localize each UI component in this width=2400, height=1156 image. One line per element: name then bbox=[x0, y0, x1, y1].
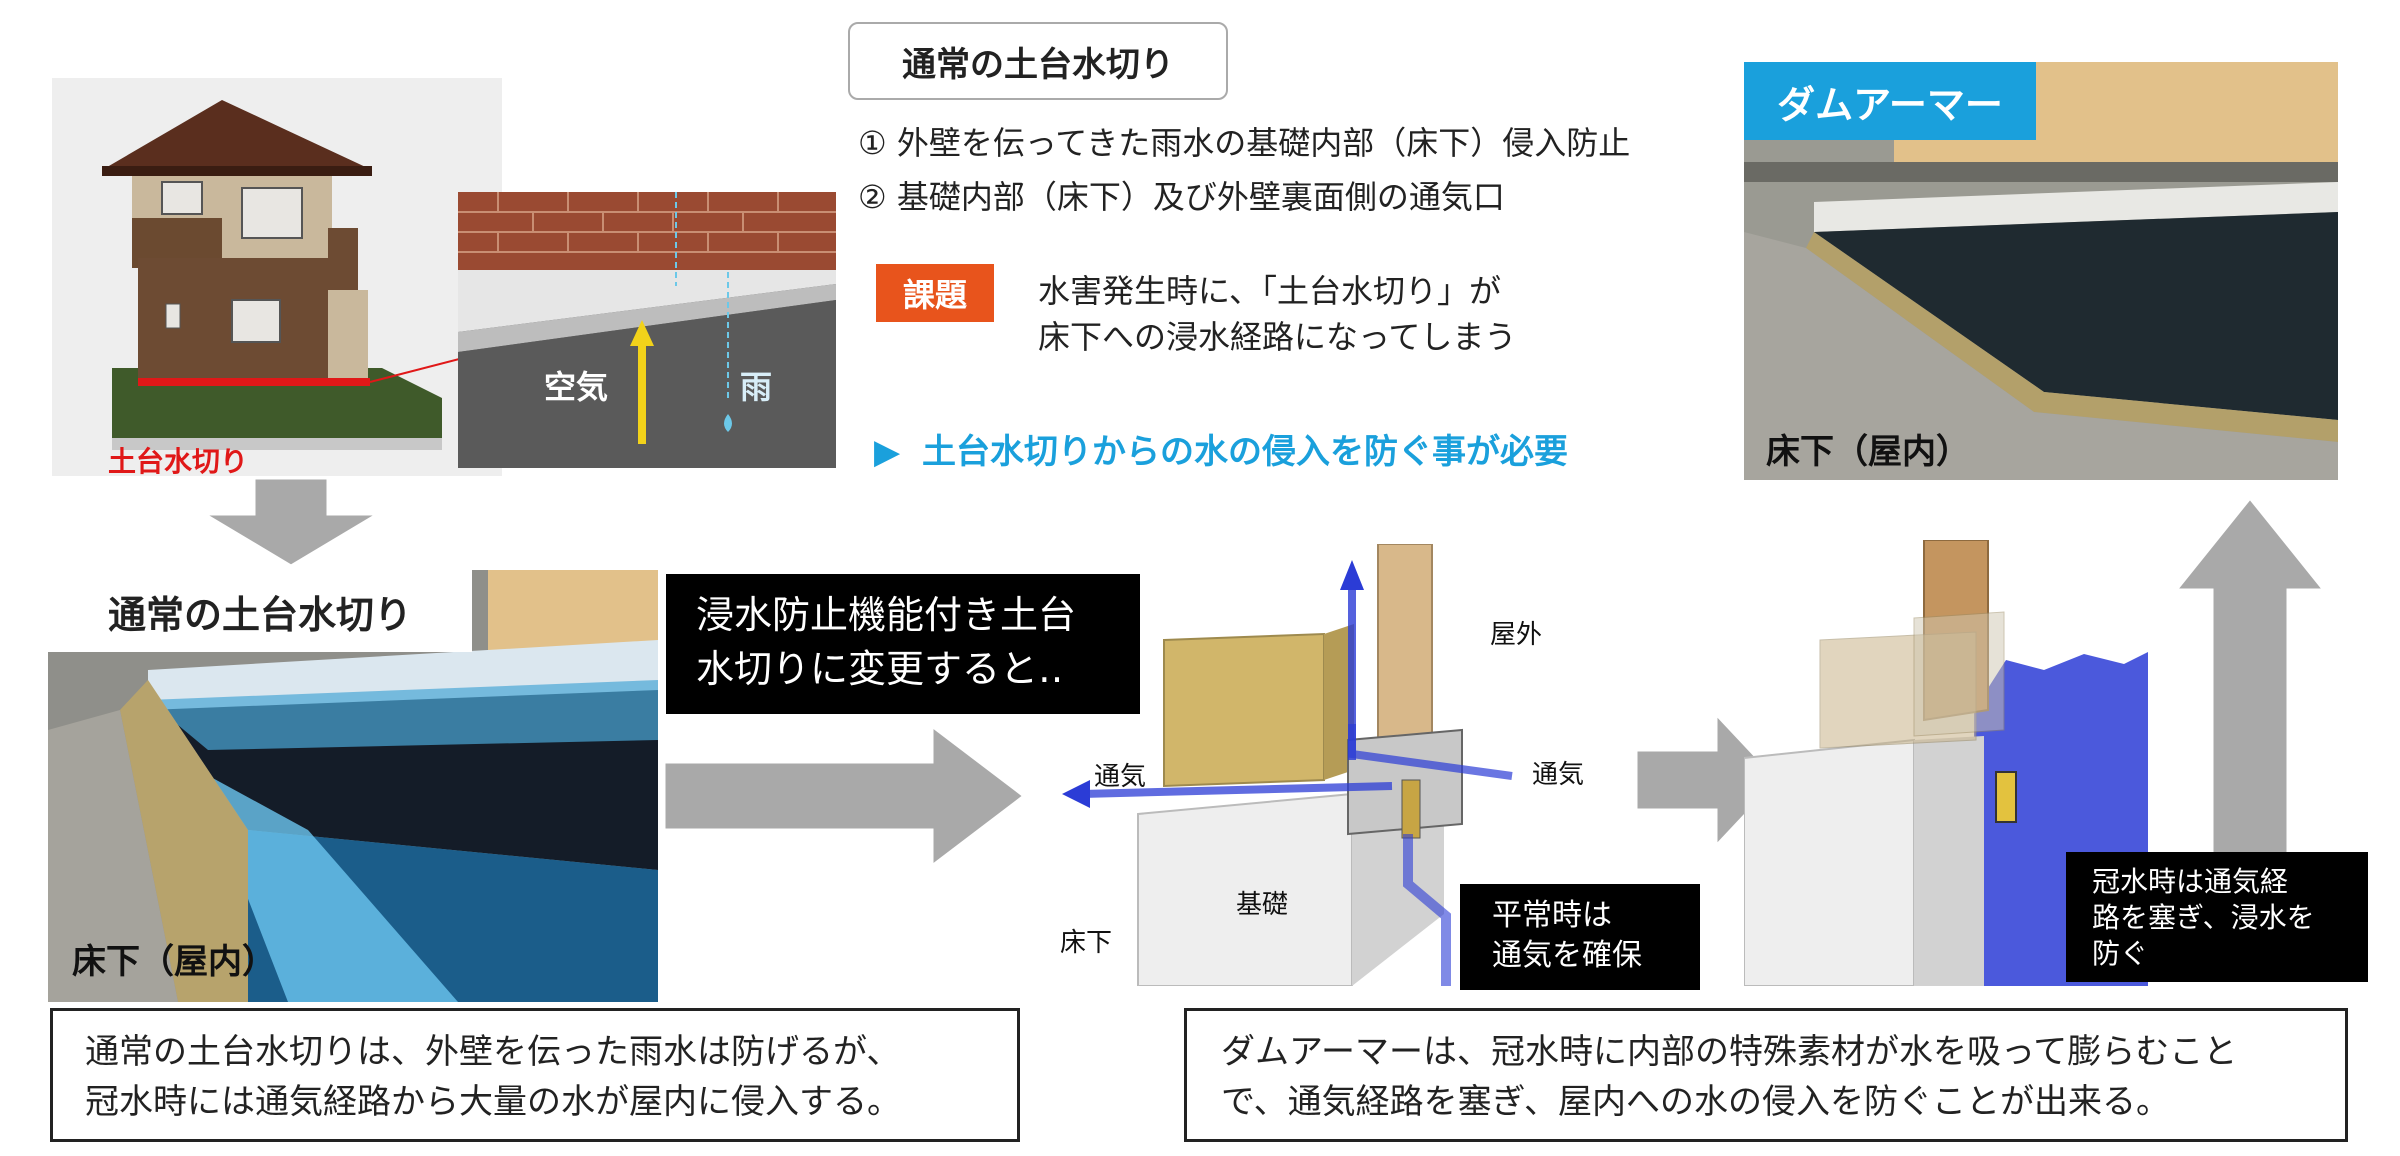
house-illustration bbox=[102, 100, 503, 450]
change-label-line-2: 水切りに変更すると‥ bbox=[696, 647, 1064, 691]
intro-title-box: 通常の土台水切り bbox=[848, 22, 1228, 100]
issue-line-1: 水害発生時に、「土台水切り」が bbox=[1038, 272, 1502, 310]
normal-sill-flood-photo: 通常の土台水切り 床下（屋内） bbox=[48, 570, 658, 1002]
summary-dam-box: ダムアーマーは、冠水時に内部の特殊素材が水を吸って膨らむこと で、通気経路を塞ぎ… bbox=[1184, 1008, 2348, 1142]
normal-state-note: 平常時は 通気を確保 bbox=[1460, 884, 1700, 990]
underfloor-label: 床下 bbox=[1060, 928, 1113, 958]
vent-left-label: 通気 bbox=[1094, 762, 1147, 792]
section-normal-drawing bbox=[1062, 543, 1513, 987]
closeup-sill-image bbox=[458, 192, 836, 468]
intro-point-2: ② 基礎内部（床下）及び外壁裏面側の通気口 bbox=[858, 178, 1505, 216]
normal-photo-caption: 床下（屋内） bbox=[72, 942, 276, 982]
intro-point-1: ① 外壁を伝ってきた雨水の基礎内部（床下）侵入防止 bbox=[858, 124, 1631, 162]
rain-label: 雨 bbox=[740, 368, 773, 406]
intro-title: 通常の土台水切り bbox=[902, 44, 1174, 85]
flood-state-note: 冠水時は通気経 路を塞ぎ、浸水を 防ぐ bbox=[2066, 852, 2368, 982]
down-arrow bbox=[198, 478, 384, 568]
air-label: 空気 bbox=[544, 368, 609, 406]
dam-armor-title: ダムアーマー bbox=[1744, 62, 2036, 140]
normal-note-line-2: 通気を確保 bbox=[1492, 938, 1642, 973]
issue-line-2: 床下への浸水経路になってしまう bbox=[1038, 318, 1517, 356]
change-label-line-1: 浸水防止機能付き土台 bbox=[696, 593, 1077, 637]
sill-label: 土台水切り bbox=[108, 445, 249, 478]
flood-note-line-1: 冠水時は通気経 bbox=[2092, 865, 2289, 898]
section-diagram-normal: 屋外 通気 通気 基礎 床下 bbox=[1052, 543, 1614, 987]
right-arrow-1 bbox=[662, 722, 1027, 870]
conclusion-row: ▶ 土台水切りからの水の侵入を防ぐ事が必要 bbox=[874, 424, 1568, 473]
dam-armor-caption: 床下（屋内） bbox=[1766, 432, 1970, 472]
summary-dam-line-1: ダムアーマーは、冠水時に内部の特殊素材が水を吸って膨らむこと bbox=[1221, 1032, 2238, 1072]
flood-note-line-2: 路を塞ぎ、浸水を bbox=[2092, 901, 2315, 934]
normal-photo-title: 通常の土台水切り bbox=[48, 570, 472, 652]
summary-normal-line-1: 通常の土台水切りは、外壁を伝った雨水は防げるが、 bbox=[85, 1032, 901, 1072]
normal-note-line-1: 平常時は bbox=[1492, 898, 1612, 933]
outdoor-label: 屋外 bbox=[1490, 620, 1543, 650]
vent-right-label: 通気 bbox=[1532, 760, 1585, 790]
conclusion-text: 土台水切りからの水の侵入を防ぐ事が必要 bbox=[922, 432, 1568, 472]
summary-dam-line-2: で、通気経路を塞ぎ、屋内への水の侵入を防ぐことが出来る。 bbox=[1221, 1082, 2170, 1122]
change-label: 浸水防止機能付き土台 水切りに変更すると‥ bbox=[666, 574, 1140, 714]
up-arrow bbox=[2172, 495, 2328, 854]
foundation-label: 基礎 bbox=[1236, 890, 1289, 920]
summary-normal-box: 通常の土台水切りは、外壁を伝った雨水は防げるが、 冠水時には通気経路から大量の水… bbox=[50, 1008, 1020, 1142]
house-illustration-panel: 土台水切り bbox=[52, 78, 503, 478]
issue-badge: 課題 bbox=[876, 264, 994, 322]
conclusion-marker: ▶ bbox=[874, 432, 901, 472]
summary-normal-line-2: 冠水時には通気経路から大量の水が屋内に侵入する。 bbox=[85, 1082, 901, 1122]
flood-note-line-3: 防ぐ bbox=[2092, 937, 2149, 970]
closeup-sill-photo: 空気 雨 bbox=[458, 192, 836, 468]
dam-armor-photo: ダムアーマー 床下（屋内） bbox=[1744, 62, 2338, 480]
